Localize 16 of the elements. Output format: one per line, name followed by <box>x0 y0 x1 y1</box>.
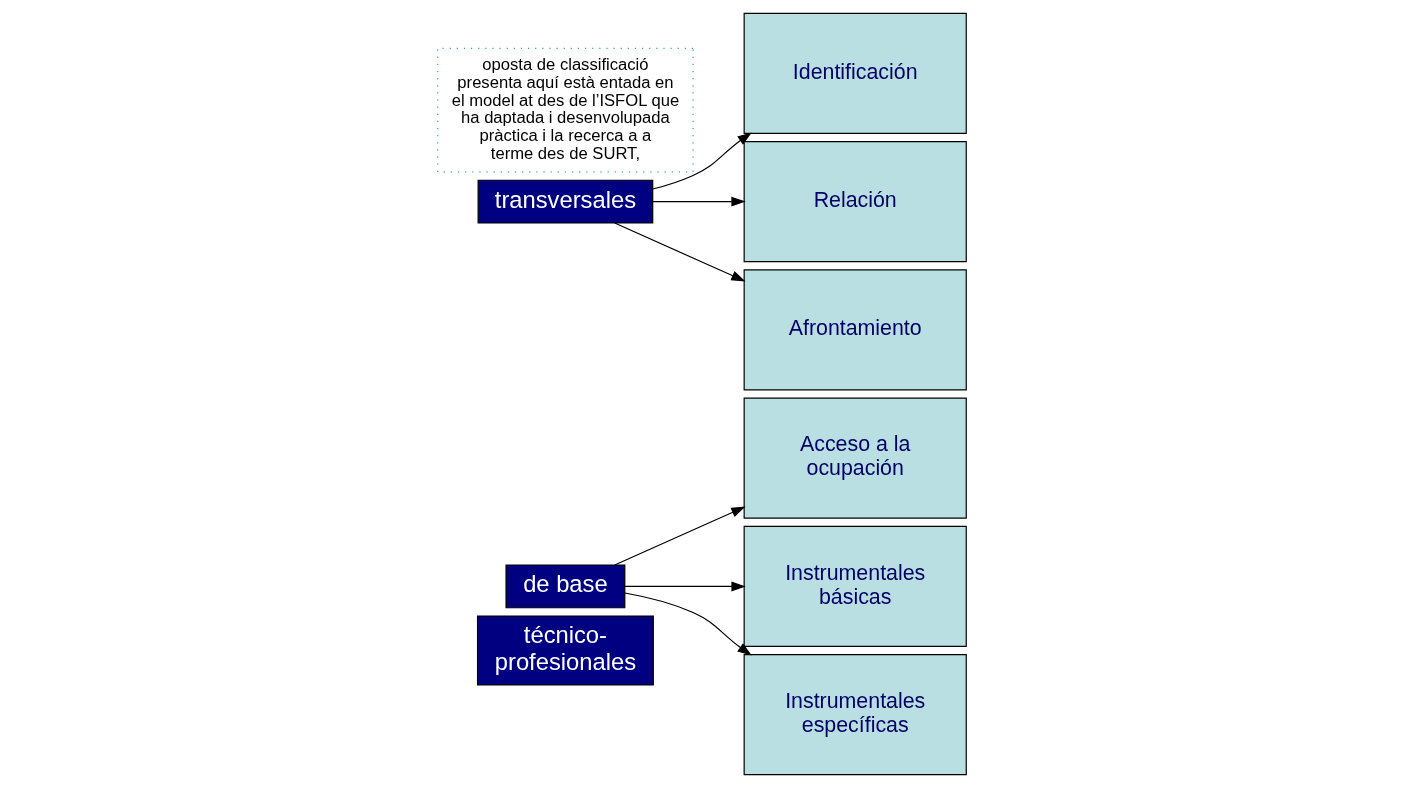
node-box: transversales <box>477 179 654 224</box>
arrow <box>614 506 746 566</box>
arrow <box>624 592 752 656</box>
arrow <box>652 132 752 190</box>
node-box: Instrumentales básicas <box>743 525 967 647</box>
node-box: de base <box>505 564 626 609</box>
node-box: Identificación <box>743 12 967 134</box>
node-box: Acceso a la ocupación <box>743 397 967 519</box>
node-box: Relación <box>743 141 967 263</box>
arrow <box>624 581 746 592</box>
node-box: Afrontamiento <box>743 269 967 391</box>
arrow <box>614 222 746 282</box>
node-box: técnico-profesionales <box>476 615 654 686</box>
arrow <box>652 196 746 207</box>
node-box: oposta de classificació presenta aquí està entada en el model at des de l’ISFOL que ha daptada i desenvolupada pràctica i la recerca a a terme des de SURT, <box>437 47 694 173</box>
node-box: Instrumentales específicas <box>743 654 967 776</box>
